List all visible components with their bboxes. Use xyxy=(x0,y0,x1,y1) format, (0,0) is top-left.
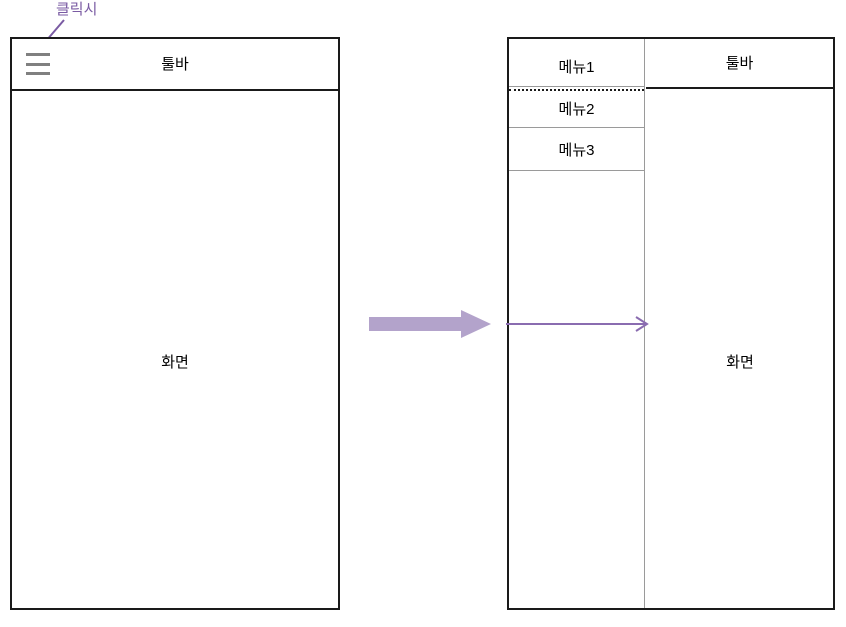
drawer-menu-item-3[interactable]: 메뉴3 xyxy=(558,142,595,159)
hamburger-bar-middle xyxy=(26,62,50,66)
phone-frame-before: 툴바 화면 xyxy=(10,37,340,610)
drawer-separator-1 xyxy=(509,86,644,87)
toolbar-before: 툴바 xyxy=(12,39,338,91)
drawer-separator-2 xyxy=(509,127,644,128)
content-pane-after: 툴바 xyxy=(646,39,833,608)
hamburger-menu-icon[interactable] xyxy=(26,53,50,75)
toolbar-after: 툴바 xyxy=(646,39,833,89)
toolbar-title-after: 툴바 xyxy=(725,54,754,72)
drawer-direction-arrow-icon xyxy=(506,316,649,332)
click-annotation-label: 클릭시 xyxy=(56,1,98,18)
drawer-dotted-separator xyxy=(509,89,644,91)
hamburger-bar-bottom xyxy=(26,72,50,75)
drawer-menu-item-2[interactable]: 메뉴2 xyxy=(558,101,595,118)
screen-label-after: 화면 xyxy=(726,354,754,371)
toolbar-title-before: 툴바 xyxy=(161,55,189,73)
transition-block-arrow-icon xyxy=(369,310,491,338)
drawer-separator-3 xyxy=(509,170,644,171)
hamburger-bar-top xyxy=(26,53,50,56)
screen-label-before: 화면 xyxy=(161,354,189,371)
drawer-menu-item-1[interactable]: 메뉴1 xyxy=(558,59,595,76)
